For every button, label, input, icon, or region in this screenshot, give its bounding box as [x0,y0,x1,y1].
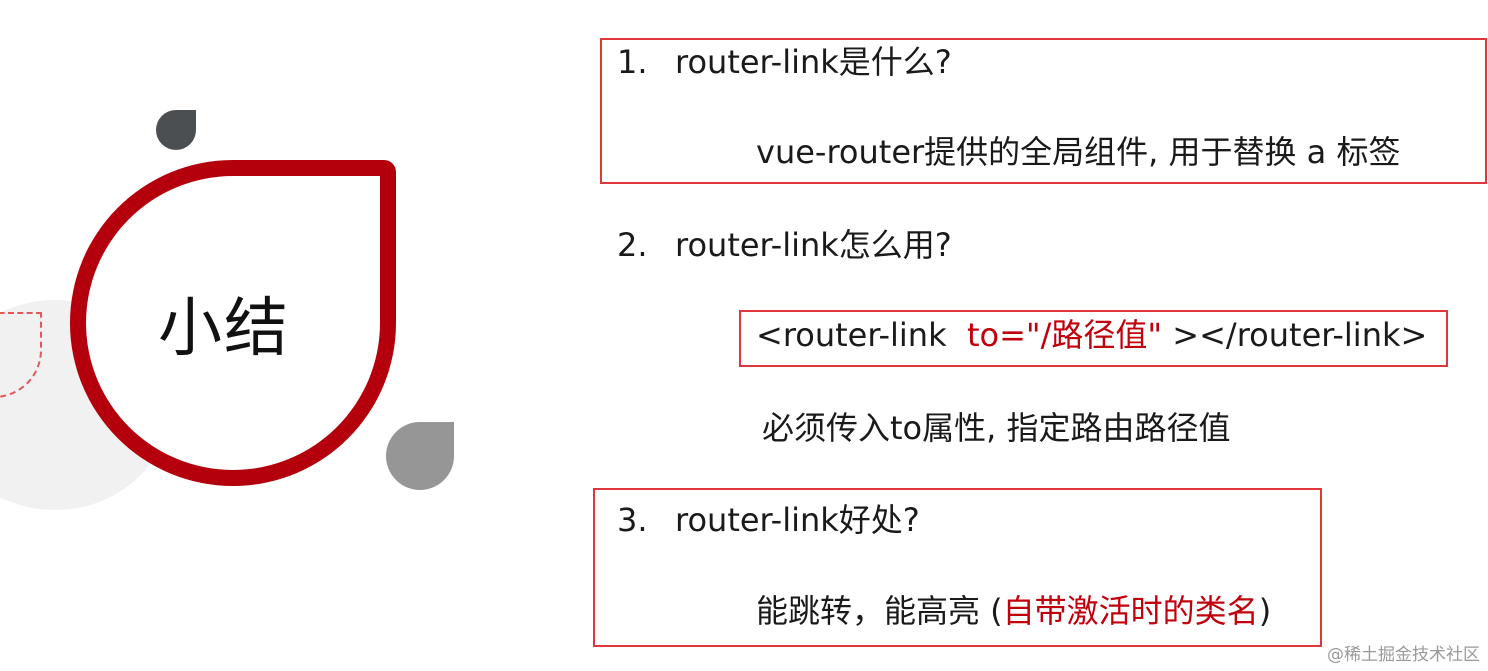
code-to-attribute: to="/路径值" [966,316,1163,354]
item-2-answer: 必须传入to属性, 指定路由路径值 [762,409,1231,447]
item-1-question: 1. router-link是什么? [617,42,952,82]
item-2-question-text: router-link怎么用? [675,226,952,264]
highlight-box-item-1 [600,38,1487,184]
code-tag-open: <router-link [756,316,947,354]
gray-drop-shape [386,422,454,490]
item-3-answer-highlight: 自带激活时的类名 [1002,592,1259,630]
item-1-question-text: router-link是什么? [675,43,952,81]
item-2-question: 2. router-link怎么用? [617,225,952,265]
item-3-question: 3. router-link好处? [617,500,920,540]
item-3-answer-prefix: 能跳转，能高亮 ( [756,592,1003,630]
highlight-box-code [739,310,1448,367]
item-2-number: 2. [617,226,648,264]
item-3-question-text: router-link好处? [675,501,920,539]
item-1-answer: vue-router提供的全局组件, 用于替换 a 标签 [756,133,1401,171]
watermark: @稀土掘金技术社区 [1327,645,1480,665]
item-1-number: 1. [617,43,648,81]
item-3-answer-suffix: ) [1258,592,1272,630]
item-3-answer: 能跳转，能高亮 (自带激活时的类名) [756,591,1271,631]
slide-title: 小结 [158,292,290,366]
item-2-code-example: <router-link to="/路径值" ></router-link> [756,315,1427,355]
highlight-box-item-3 [593,488,1322,647]
item-3-number: 3. [617,501,648,539]
dark-drop-shape [156,110,196,150]
code-tag-close: ></router-link> [1172,316,1428,354]
